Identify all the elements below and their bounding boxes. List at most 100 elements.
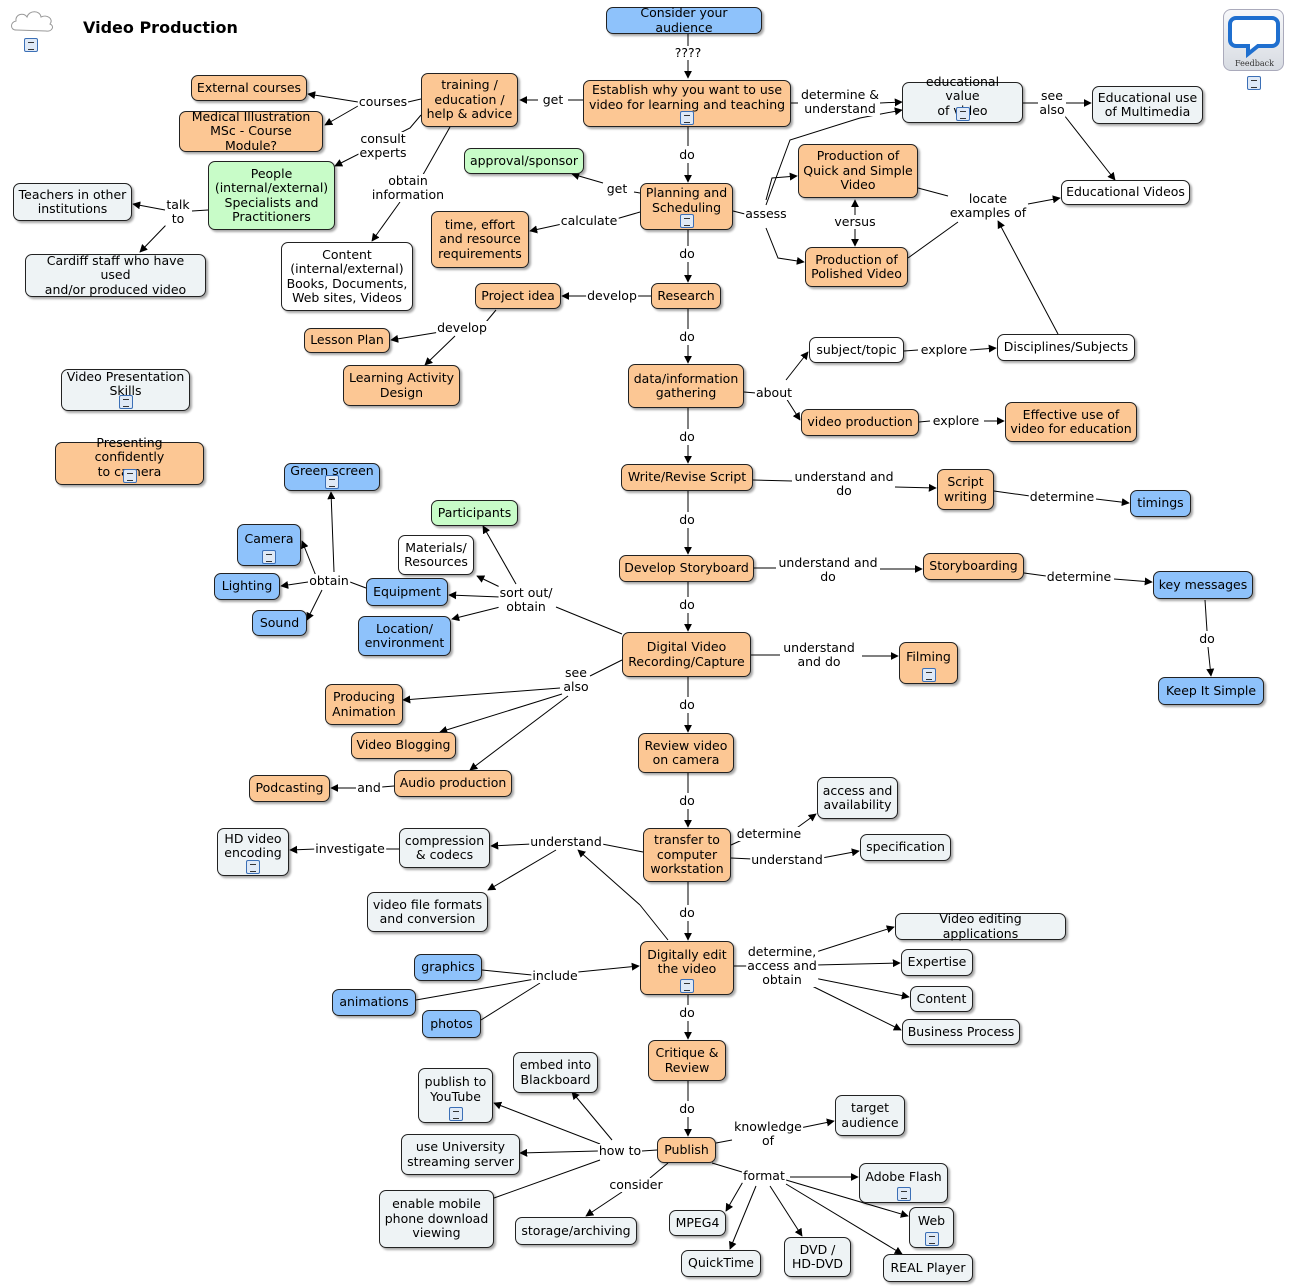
concept-node-camera[interactable]: Camera [237,524,301,566]
concept-node-timings[interactable]: timings [1130,490,1191,517]
concept-label: Medical Illustration MSc - Course Module… [191,108,311,153]
concept-node-storyboard[interactable]: Develop Storyboard [619,555,754,582]
concept-node-location[interactable]: Location/ environment [358,616,451,656]
cloud-icon[interactable] [8,6,56,34]
link-line [907,221,959,259]
concept-node-publish[interactable]: Publish [657,1137,716,1163]
concept-node-bizproc[interactable]: Business Process [902,1019,1020,1045]
document-icon[interactable] [24,38,38,52]
concept-node-kiss[interactable]: Keep It Simple [1158,677,1264,705]
concept-node-project-idea[interactable]: Project idea [475,283,561,309]
concept-label: Lighting [221,578,273,594]
concept-node-real[interactable]: REAL Player [883,1254,973,1282]
concept-node-lesson-plan[interactable]: Lesson Plan [304,328,390,353]
link-label: do [678,429,696,444]
concept-node-teachers[interactable]: Teachers in other institutions [13,183,132,221]
concept-node-storage[interactable]: storage/archiving [515,1217,637,1245]
concept-node-transfer[interactable]: transfer to computer workstation [643,828,731,882]
link-label: get [605,181,629,196]
document-icon[interactable] [924,1232,939,1246]
concept-node-lighting[interactable]: Lighting [214,573,280,600]
concept-node-blogging[interactable]: Video Blogging [351,732,456,759]
concept-node-consider[interactable]: Consider your audience [606,5,762,34]
concept-node-establish[interactable]: Establish why you want to use video for … [583,80,791,127]
concept-node-effective[interactable]: Effective use of video for education [1005,402,1137,442]
concept-node-approval[interactable]: approval/sponsor [464,148,584,174]
feedback-button[interactable]: Feedback [1223,9,1284,71]
concept-node-content2[interactable]: Content [910,986,973,1012]
concept-node-streaming[interactable]: use University streaming server [401,1134,520,1175]
document-icon[interactable] [262,550,276,564]
concept-node-audio[interactable]: Audio production [394,770,512,797]
concept-label: Planning and Scheduling [645,185,728,215]
concept-node-photos[interactable]: photos [422,1010,481,1038]
concept-node-write-script[interactable]: Write/Revise Script [621,464,753,491]
concept-node-data-info[interactable]: data/information gathering [628,364,744,408]
concept-node-cardiff[interactable]: Cardiff staff who have used and/or produ… [25,253,206,297]
document-icon[interactable] [921,668,936,682]
concept-node-equipment[interactable]: Equipment [366,578,448,606]
concept-node-embed[interactable]: embed into Blackboard [513,1052,598,1093]
concept-node-review[interactable]: Review video on camera [638,733,734,773]
concept-node-lad[interactable]: Learning Activity Design [343,365,460,406]
link-line [993,490,1031,497]
concept-node-edu-multi[interactable]: Educational use of Multimedia [1092,86,1203,124]
document-icon[interactable] [122,469,137,483]
concept-node-time-effort[interactable]: time, effort and resource requirements [431,211,529,268]
concept-node-training[interactable]: training / education / help & advice [421,73,518,127]
concept-node-prod-polished[interactable]: Production of Polished Video [805,247,908,287]
concept-node-podcasting[interactable]: Podcasting [249,775,330,802]
concept-node-video-prod[interactable]: video production [801,409,919,436]
document-icon[interactable] [680,979,694,993]
concept-label: Write/Revise Script [627,469,747,485]
link-label: understand [750,852,824,867]
concept-node-vea[interactable]: Video editing applications [895,911,1066,940]
concept-node-people[interactable]: People (internal/external) Specialists a… [208,161,335,230]
concept-node-dvr[interactable]: Digital Video Recording/Capture [622,632,751,677]
document-icon[interactable] [325,475,339,489]
concept-node-med-ill[interactable]: Medical Illustration MSc - Course Module… [179,108,323,153]
concept-node-file-formats[interactable]: video file formats and conversion [367,892,488,932]
concept-node-edit[interactable]: Digitally edit the video [640,941,734,995]
concept-node-expertise[interactable]: Expertise [901,949,973,976]
concept-node-content-ie[interactable]: Content (internal/external) Books, Docum… [281,242,413,311]
link-arrow [799,1118,835,1129]
concept-label: Business Process [907,1023,1015,1039]
feedback-label: Feedback [1235,59,1274,68]
concept-node-quicktime[interactable]: QuickTime [681,1250,761,1277]
concept-node-compression[interactable]: compression & codecs [399,828,490,868]
concept-node-key-msgs[interactable]: key messages [1153,571,1253,599]
concept-node-edu-videos[interactable]: Educational Videos [1061,180,1190,205]
concept-node-animation[interactable]: Producing Animation [325,684,403,725]
document-icon[interactable] [1247,76,1261,90]
concept-node-materials[interactable]: Materials/ Resources [398,535,474,575]
document-icon[interactable] [680,111,694,125]
document-icon[interactable] [955,107,970,121]
document-icon[interactable] [246,860,260,874]
concept-node-mobile[interactable]: enable mobile phone download viewing [379,1190,494,1248]
concept-node-critique[interactable]: Critique & Review [648,1040,726,1081]
concept-node-sound[interactable]: Sound [252,610,307,636]
concept-node-subject[interactable]: subject/topic [809,337,904,363]
document-icon[interactable] [896,1187,911,1201]
concept-node-spec[interactable]: specification [860,834,951,861]
concept-node-mpeg4[interactable]: MPEG4 [669,1210,726,1236]
concept-node-ext-courses[interactable]: External courses [191,75,307,101]
concept-node-participants[interactable]: Participants [431,500,518,526]
document-icon[interactable] [679,214,694,228]
concept-node-vps[interactable]: Video Presentation Skills [61,369,190,411]
document-icon[interactable] [118,395,133,409]
document-icon[interactable] [448,1107,463,1121]
concept-node-research[interactable]: Research [651,283,721,309]
concept-node-script-writing[interactable]: Script writing [937,469,994,510]
concept-node-animations[interactable]: animations [332,989,416,1016]
concept-node-dvd[interactable]: DVD / HD-DVD [784,1237,851,1277]
concept-node-storyboarding[interactable]: Storyboarding [923,553,1024,580]
link-label: and [356,780,382,795]
concept-node-access[interactable]: access and availability [817,777,898,819]
concept-node-disciplines[interactable]: Disciplines/Subjects [997,334,1135,361]
concept-node-prod-quick[interactable]: Production of Quick and Simple Video [798,144,918,198]
concept-node-graphics[interactable]: graphics [414,954,482,981]
concept-node-target[interactable]: target audience [835,1095,905,1136]
